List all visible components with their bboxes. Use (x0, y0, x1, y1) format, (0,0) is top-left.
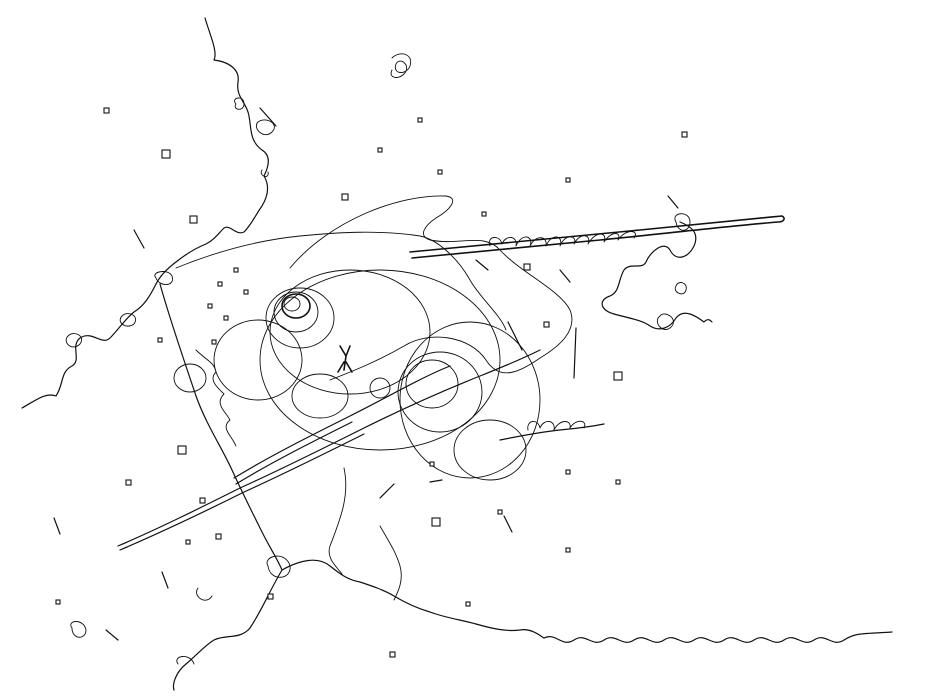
diagonal-rod-short (233, 365, 451, 485)
upper-right-rod (409, 215, 785, 259)
central-loop-tangle (173, 269, 541, 481)
upper-wandering-line (155, 17, 269, 285)
right-knots (656, 213, 691, 330)
outer-sweep-2 (175, 231, 507, 331)
scattered-marks (55, 107, 688, 658)
rod-coils (488, 231, 636, 247)
lower-right-coil-arm (499, 423, 605, 441)
right-meander (601, 221, 713, 330)
outer-sweep (289, 195, 573, 381)
lower-wavy-tail (543, 631, 893, 643)
lower-right-coils (527, 420, 586, 431)
left-wandering-line (21, 283, 157, 409)
top-doodle (390, 53, 412, 78)
lower-meander (281, 559, 545, 639)
scattered-dashes (53, 107, 679, 641)
zigzag-strand (195, 349, 237, 447)
small-figure (337, 345, 353, 373)
diagonal-rod-long (117, 349, 541, 551)
left-vertical-strand (159, 283, 283, 571)
upper-loops (234, 97, 275, 177)
lower-mid-strand (328, 467, 402, 601)
lower-left-loops (70, 555, 291, 665)
left-knots (65, 271, 174, 348)
lower-left-tail (172, 569, 283, 691)
